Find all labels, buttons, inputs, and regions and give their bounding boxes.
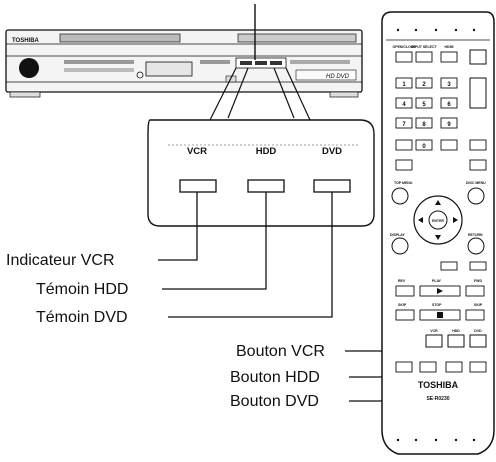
- remote-control: OPEN/CLOSE INPUT SELECT HDMI 1 2 3 4 5 6…: [381, 11, 495, 455]
- remote-hdd-label: HDD: [452, 329, 460, 333]
- digit-label-8: 8: [422, 122, 426, 128]
- power-button[interactable]: [469, 49, 487, 65]
- channel-rocker[interactable]: [469, 77, 487, 109]
- extra-button-1[interactable]: [395, 361, 413, 373]
- digit-label-5: 5: [422, 102, 426, 108]
- digit-button-1[interactable]: [395, 77, 413, 89]
- panel-label-hdd: HDD: [256, 146, 277, 157]
- display-label: DISPLAY: [390, 233, 406, 237]
- skip-forward-label: SKIP: [474, 303, 483, 307]
- rev-label: REV: [398, 279, 406, 283]
- remote-vcr-label: VCR: [430, 329, 438, 333]
- extra-button-3[interactable]: [445, 361, 463, 373]
- setup-button[interactable]: [395, 139, 413, 151]
- mode-button[interactable]: [440, 261, 458, 271]
- left-arrow-icon: [418, 217, 423, 223]
- disc-menu-button[interactable]: [467, 187, 485, 205]
- digit-label-1: 1: [402, 82, 406, 88]
- digit-button-0[interactable]: [415, 139, 433, 151]
- disc-menu-label: DISC MENU: [466, 181, 486, 185]
- remote-model-label: SE-R0230: [426, 396, 449, 402]
- down-arrow-icon: [435, 235, 441, 240]
- digit-button-7[interactable]: [395, 117, 413, 129]
- digit-button-2[interactable]: [415, 77, 433, 89]
- callout-hdd-indicator: Témoin HDD: [36, 281, 128, 298]
- hd-dvd-logo: HD DVD: [326, 74, 350, 80]
- search-button[interactable]: [469, 261, 487, 271]
- player-brand-label: TOSHIBA: [12, 38, 40, 44]
- panel-label-dvd: DVD: [322, 146, 342, 157]
- callout-dvd-button: Bouton DVD: [230, 393, 319, 410]
- return-button[interactable]: [467, 237, 485, 255]
- hdd-indicator-led: [247, 179, 285, 193]
- dvd-indicator-led: [313, 179, 351, 193]
- stop-icon: [437, 312, 443, 318]
- enter-button[interactable]: [428, 210, 448, 230]
- remote-dvd-label: DVD: [474, 329, 482, 333]
- play-icon: [437, 288, 443, 294]
- callout-dvd-indicator: Témoin DVD: [36, 309, 128, 326]
- vcr-indicator-led: [179, 179, 217, 193]
- fwd-button[interactable]: [465, 285, 485, 297]
- digit-button-3[interactable]: [440, 77, 458, 89]
- remote-hdd-button[interactable]: [447, 334, 465, 348]
- eject-button[interactable]: [395, 51, 413, 63]
- return-label: RETURN: [468, 233, 483, 237]
- callout-vcr-button: Bouton VCR: [236, 343, 325, 360]
- rev-button[interactable]: [395, 285, 415, 297]
- hdmi-button[interactable]: [440, 51, 458, 63]
- callout-vcr-indicator: Indicateur VCR: [6, 252, 115, 269]
- skip-forward-button[interactable]: [465, 309, 485, 321]
- fwd-label: FWD: [474, 279, 482, 283]
- info-button[interactable]: [469, 139, 487, 151]
- number-pad: 1 2 3 4 5 6 7 8 9 0: [395, 77, 458, 151]
- digit-button-8[interactable]: [415, 117, 433, 129]
- digit-button-6[interactable]: [440, 97, 458, 109]
- stop-label: STOP: [432, 303, 442, 307]
- skip-back-button[interactable]: [395, 309, 415, 321]
- remote-label-hdmi: HDMI: [445, 45, 454, 49]
- enlarged-panel: VCR HDD DVD: [147, 119, 375, 227]
- up-arrow-icon: [435, 200, 441, 205]
- remote-dvd-button[interactable]: [469, 334, 487, 348]
- quick-button[interactable]: [469, 159, 487, 171]
- enter-label: ENTER: [432, 219, 444, 223]
- digit-label-3: 3: [447, 82, 451, 88]
- remote-vcr-button[interactable]: [425, 334, 443, 348]
- callout-hdd-button: Bouton HDD: [230, 369, 320, 386]
- recorder-unit: TOSHIBA HD DVD: [5, 29, 363, 98]
- clear-button[interactable]: [440, 139, 458, 151]
- remote-label-input-select: INPUT SELECT: [411, 45, 437, 49]
- extra-button-4[interactable]: [469, 361, 487, 373]
- digit-label-4: 4: [402, 102, 406, 108]
- magnify-outline: [209, 67, 311, 121]
- indicator-callout-lines: [158, 192, 333, 318]
- remote-label-open-close: OPEN/CLOSE: [393, 45, 417, 49]
- digit-label-7: 7: [402, 122, 406, 128]
- text-button[interactable]: [395, 159, 413, 171]
- extra-button-2[interactable]: [419, 361, 437, 373]
- digit-button-5[interactable]: [415, 97, 433, 109]
- top-menu-label: TOP MENU: [394, 181, 413, 185]
- play-label: PLAY: [432, 279, 442, 283]
- panel-label-vcr: VCR: [187, 146, 207, 157]
- input-button[interactable]: [415, 51, 433, 63]
- display-button[interactable]: [391, 237, 409, 255]
- skip-back-label: SKIP: [398, 303, 407, 307]
- digit-label-2: 2: [422, 82, 426, 88]
- top-menu-button[interactable]: [391, 187, 409, 205]
- right-arrow-icon: [453, 217, 458, 223]
- digit-label-9: 9: [447, 122, 451, 128]
- digit-button-4[interactable]: [395, 97, 413, 109]
- digit-label-0: 0: [422, 144, 426, 150]
- digit-button-9[interactable]: [440, 117, 458, 129]
- digit-label-6: 6: [447, 102, 451, 108]
- remote-brand-label: TOSHIBA: [418, 380, 459, 390]
